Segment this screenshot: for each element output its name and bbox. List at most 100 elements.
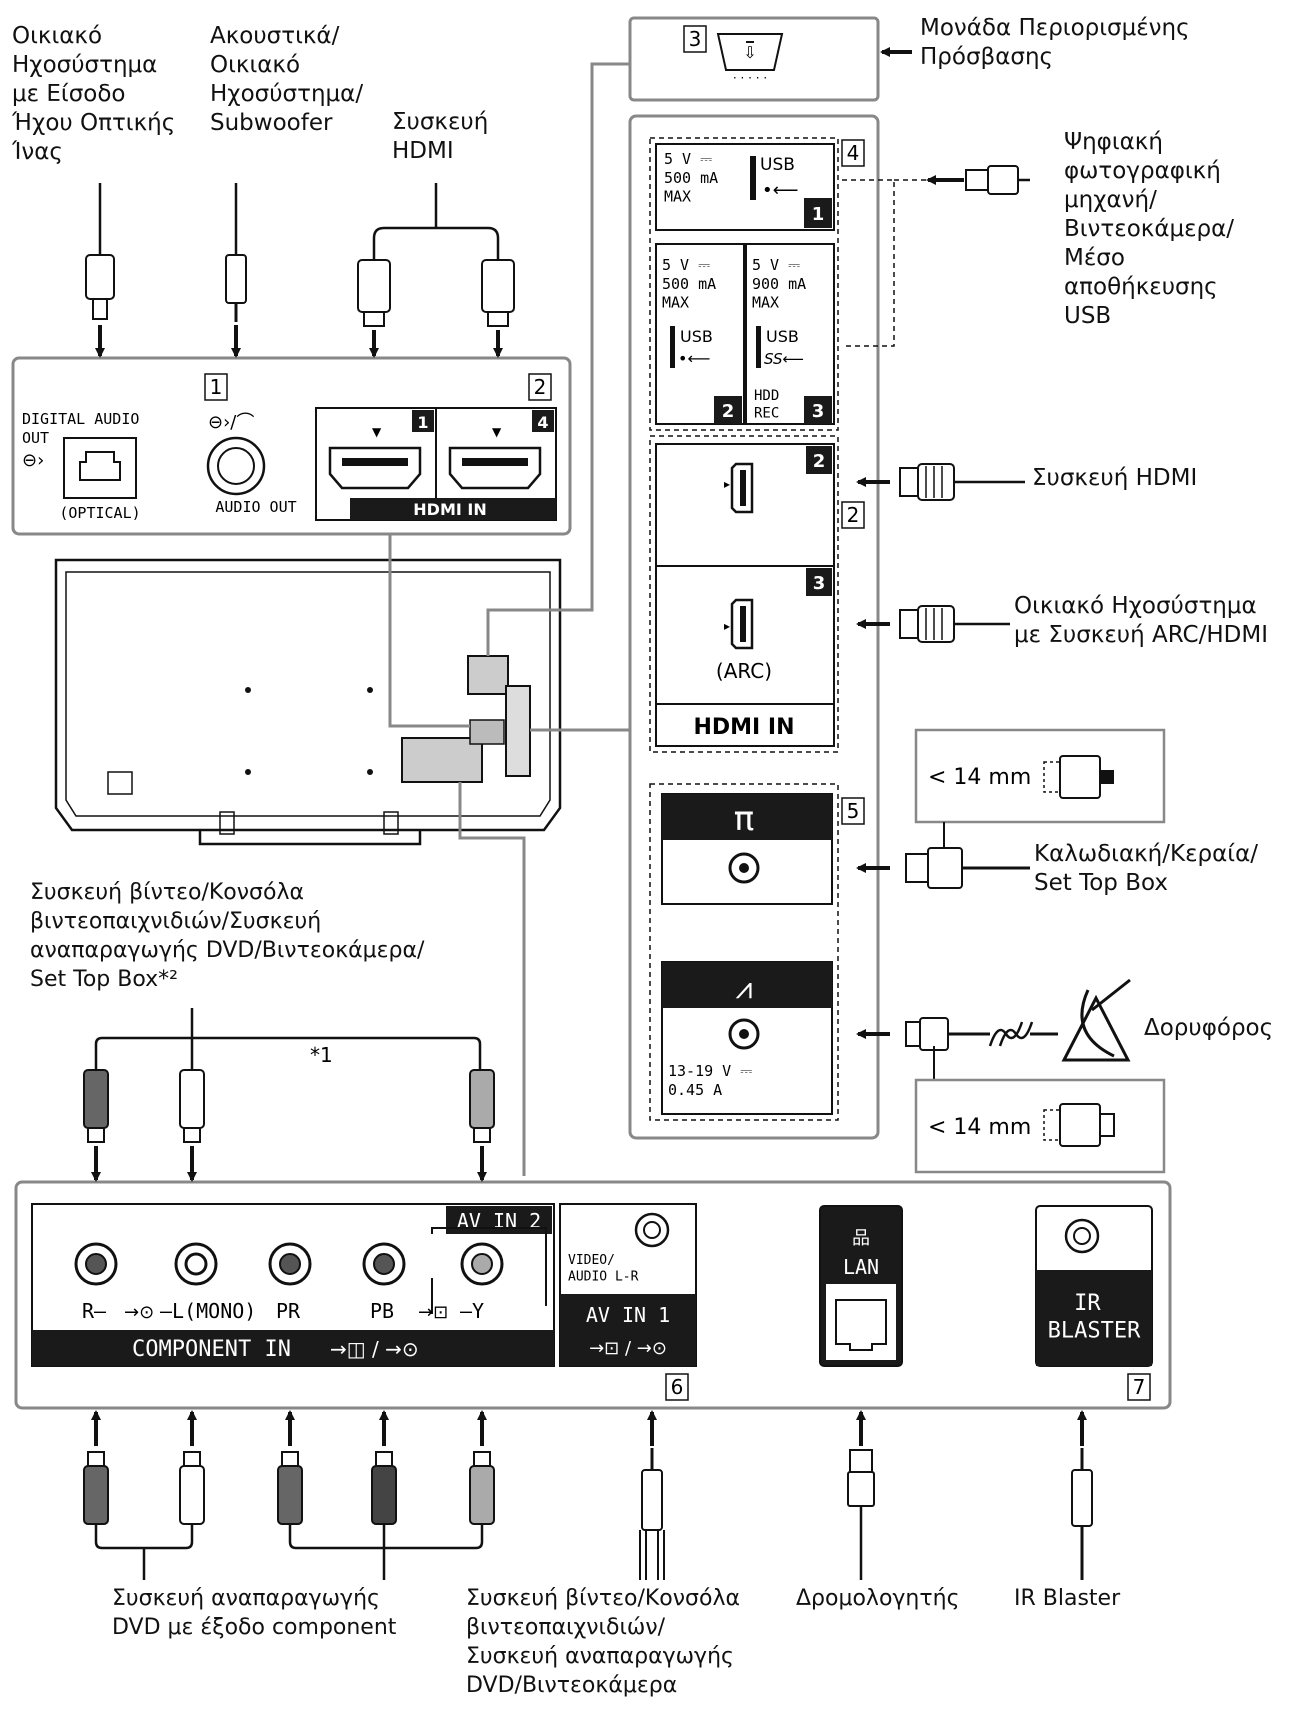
hdmi-port-4-number: 4 <box>537 413 548 432</box>
callout-2: 2 <box>528 373 552 401</box>
lt-14mm-top-label: < 14 mm <box>928 765 1031 790</box>
callout-1: 1 <box>204 373 228 401</box>
lt-14mm-bottom-box <box>914 1078 1166 1174</box>
usb2-label: USB <box>680 327 713 346</box>
label-cam-module: Μονάδα Περιορισμένης Πρόσβασης <box>920 15 1190 70</box>
label-arc-system: Οικιακό Ηχοσύστημα με Συσκευή ARC/HDMI <box>1014 593 1268 648</box>
label-hdmi-device-top: Συσκευή HDMI <box>392 109 489 164</box>
label-headphones: Ακουστικά/ Οικιακό Ηχοσύστημα/ Subwoofer <box>210 23 364 136</box>
tv-side-panel <box>505 685 531 777</box>
network-icon: 品 <box>852 1228 870 1249</box>
usb-port-1-number: 1 <box>812 204 825 225</box>
optical-port <box>63 437 137 499</box>
hdmi-port-1-number: 1 <box>417 413 428 432</box>
callout-7-number: 7 <box>1133 1375 1146 1399</box>
arc-label: (ARC) <box>716 659 772 683</box>
usb3-label: USB <box>766 327 799 346</box>
audio-input-icon: →⊙ <box>124 1302 154 1323</box>
label-usb-device: Ψηφιακή φωτογραφική μηχανή/ Βιντεοκάμερα… <box>1064 129 1235 329</box>
satellite-dish-icon <box>1061 978 1131 1062</box>
rca-plug-pb-bottom <box>371 1451 397 1525</box>
side-hdmi-plug <box>899 467 919 497</box>
hdmi-port-1 <box>328 446 422 490</box>
av-in-1-plug <box>639 1448 665 1580</box>
hdmi-in-bar <box>350 498 556 520</box>
rca-plug-r-bottom <box>83 1451 109 1525</box>
footnote-1-label: *1 <box>310 1043 333 1067</box>
label-ir-blaster: IR Blaster <box>1014 1586 1121 1611</box>
component-in-icon: →◫ / →⊙ <box>330 1337 419 1361</box>
callout-3-number: 3 <box>689 27 702 51</box>
rca-plug-y-top <box>469 1069 495 1143</box>
rca-plug-pr-bottom <box>277 1451 303 1525</box>
jack-pr-label: PR <box>276 1299 301 1323</box>
usb1-icon: •⟵ <box>762 180 798 201</box>
optical-output-symbol: ⊖› <box>22 450 44 471</box>
hdmi-in-label: HDMI IN <box>413 500 486 519</box>
callout-5-number: 5 <box>847 799 860 823</box>
hdmi-plug-4 <box>481 259 515 313</box>
label-satellite: Δορυφόρος <box>1144 1015 1274 1041</box>
usb-port-2-number: 2 <box>722 401 735 422</box>
callout-7: 7 <box>1127 1373 1151 1401</box>
lan-port <box>835 1299 887 1351</box>
callout-6: 6 <box>665 1373 689 1401</box>
callout-3: 3 <box>683 25 707 53</box>
rca-plug-y-bottom <box>469 1451 495 1525</box>
svg-text:▸: ▸ <box>724 477 730 491</box>
hdd-rec-label: HDD REC <box>754 388 788 422</box>
tv-cam-slot <box>467 655 509 695</box>
antenna-icon: π <box>734 799 754 839</box>
callout-4-number: 4 <box>847 141 860 165</box>
av-in-1-icon: →⊡ / →⊙ <box>589 1338 667 1359</box>
headphone-output-symbol: ⊖›/⌒ <box>208 412 254 433</box>
hdmi-plug-1 <box>357 259 391 313</box>
av-in-1-label: AV IN 1 <box>586 1303 670 1327</box>
label-optical-system: Οικιακό Ηχοσύστημα με Είσοδο Ήχου Οπτική… <box>12 23 176 165</box>
callout-2-number: 2 <box>534 375 547 399</box>
optical-label: (OPTICAL) <box>59 504 140 522</box>
component-in-label: COMPONENT IN <box>132 1337 291 1362</box>
arc-hdmi-plug <box>899 609 919 639</box>
audio-out-label: AUDIO OUT <box>215 498 296 516</box>
satellite-rating: 13-19 V ⎓ 0.45 A <box>668 1062 761 1099</box>
tv-bottom-panel <box>401 737 483 783</box>
usb1-label: USB <box>760 155 795 175</box>
rca-plug-r-top <box>83 1069 109 1143</box>
svg-text:▸: ▸ <box>724 619 730 633</box>
digital-audio-out-label: DIGITAL AUDIO OUT <box>22 410 148 447</box>
hdmi-port-4 <box>448 446 542 490</box>
callout-4: 4 <box>841 139 865 167</box>
rca-plug-l-bottom <box>179 1451 205 1525</box>
hdmi-port-2-number: 2 <box>813 451 826 472</box>
av-in-2-label: AV IN 2 <box>457 1209 541 1233</box>
av-in-2-bar <box>446 1206 552 1234</box>
svg-text:▼: ▼ <box>492 425 502 439</box>
label-av-devices-bottom: Συσκευή βίντεο/Κονσόλα βιντεοπαιχνιδιών/… <box>466 1586 740 1698</box>
svg-text:▼: ▼ <box>372 425 382 439</box>
callout-2-side: 2 <box>841 501 865 529</box>
ir-blaster-plug <box>1071 1448 1093 1580</box>
headphone-plug <box>225 254 247 304</box>
svg-text:· · · · ·: · · · · · <box>733 71 767 85</box>
lan-label: LAN <box>843 1255 879 1279</box>
usb-port-3-number: 3 <box>812 401 825 422</box>
svg-text:⇩: ⇩ <box>743 43 756 62</box>
hdmi-port-3-number: 3 <box>813 573 826 594</box>
lt-14mm-top-box <box>914 728 1166 824</box>
lt-14mm-bottom-label: < 14 mm <box>928 1115 1031 1140</box>
callout-1-number: 1 <box>210 375 223 399</box>
cam-card-icon <box>716 33 784 71</box>
ir-blaster-port-label: IR BLASTER <box>1048 1291 1141 1344</box>
usb3-ss-icon: SS⟵ <box>764 350 804 368</box>
usb2-icon: •⟵ <box>678 349 710 368</box>
satellite-plug <box>905 1021 921 1047</box>
callout-5: 5 <box>841 797 865 825</box>
rca-plug-l-top <box>179 1069 205 1143</box>
video-audio-lr-label: VIDEO/ AUDIO L-R <box>568 1253 639 1284</box>
label-cable-antenna: Καλωδιακή/Κεραία/ Set Top Box <box>1034 841 1258 896</box>
